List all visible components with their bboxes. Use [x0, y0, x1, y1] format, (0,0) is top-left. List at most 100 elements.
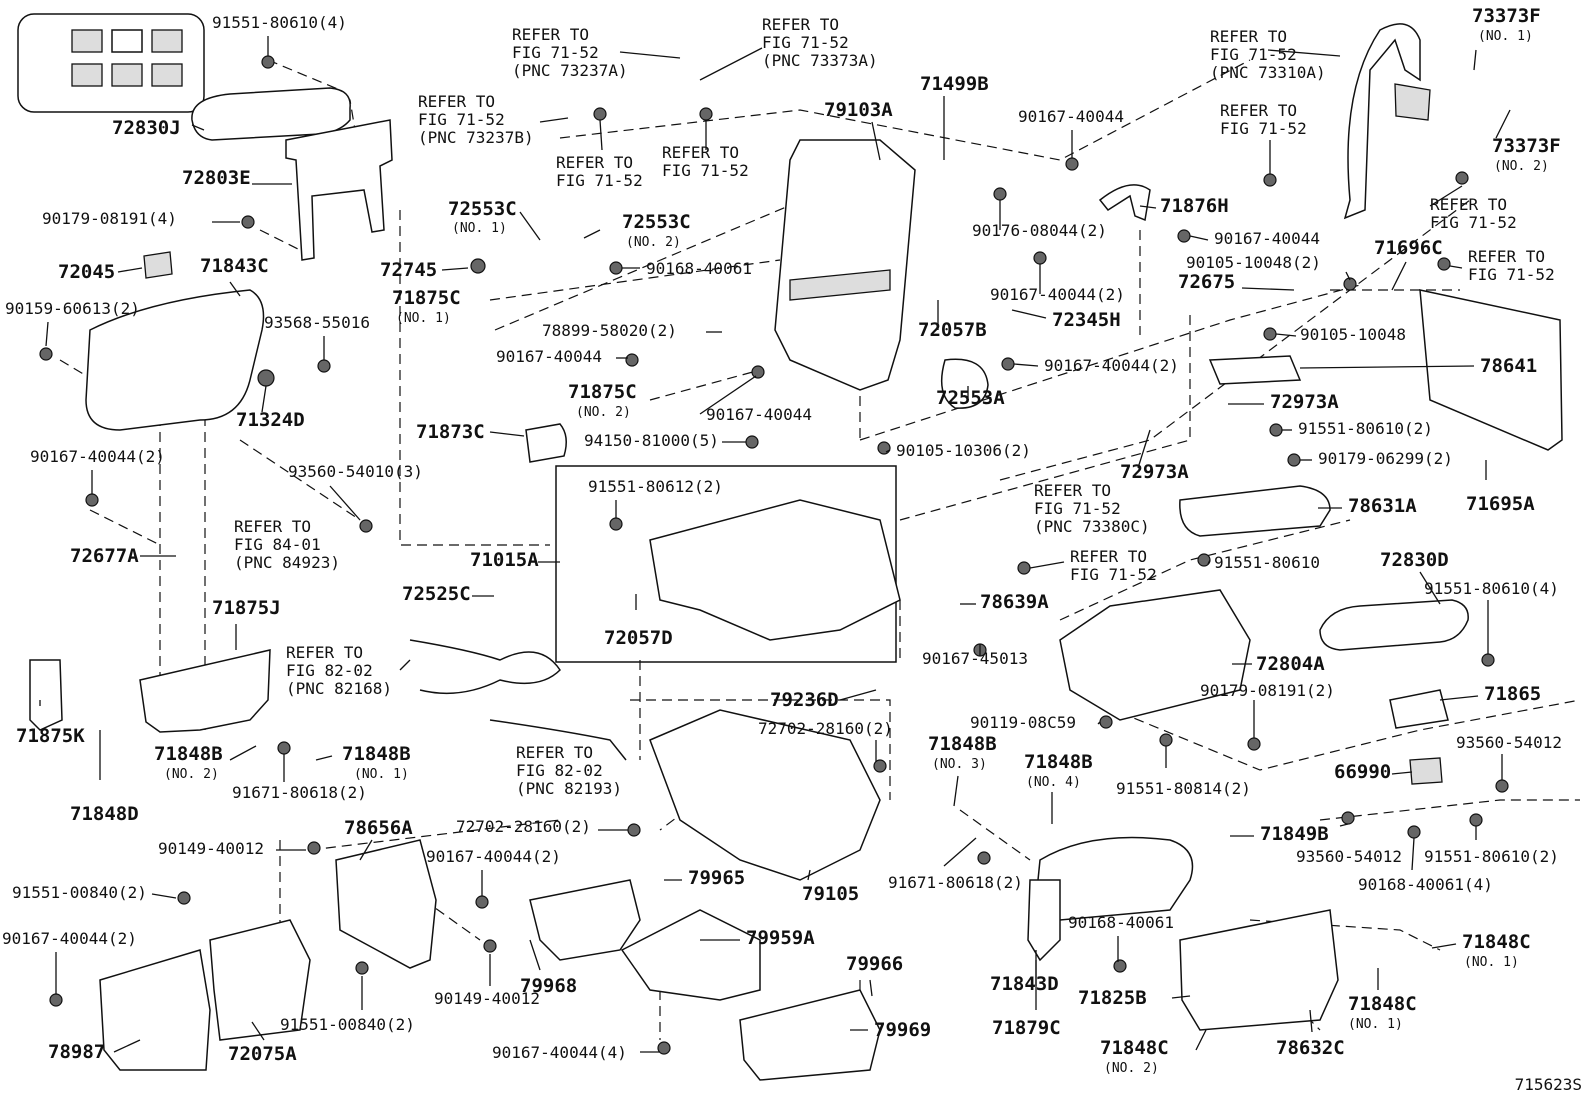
part-callout-label: (PNC 82193): [516, 779, 622, 798]
part-callout-label: 71324D: [236, 409, 305, 431]
part-callout-label: 71848B: [154, 743, 223, 765]
part-callout-label: 90176-08044(2): [972, 221, 1107, 240]
part-callout-label: (NO. 2): [164, 767, 219, 782]
cover-71873C: [525, 423, 567, 463]
part-callout-label: 78632C: [1276, 1037, 1345, 1059]
part-callout-label: 71843C: [200, 255, 269, 277]
part-callout-label: REFER TO: [1220, 101, 1297, 120]
part-callout-label: REFER TO: [1210, 27, 1287, 46]
part-callout-label: 90167-40044: [1018, 107, 1124, 126]
part-callout-label: 71848D: [70, 803, 139, 825]
part-callout-label: (NO. 1): [396, 311, 451, 326]
part-callout-label: 94150-81000(5): [584, 431, 719, 450]
part-callout-label: (NO. 2): [626, 235, 681, 250]
part-callout-label: 90179-06299(2): [1318, 449, 1453, 468]
part-callout-label: 90167-40044(4): [492, 1043, 627, 1062]
cover-79968: [529, 879, 641, 961]
part-callout-label: 79968: [520, 975, 577, 997]
part-callout-label: 72677A: [70, 545, 139, 567]
part-callout-label: (PNC 73373A): [762, 51, 878, 70]
part-callout-label: 73373F: [1472, 5, 1541, 27]
part-callout-label: 71873C: [416, 421, 485, 443]
part-callout-label: (NO. 2): [576, 405, 631, 420]
diagram-reference-number: 715623S: [1515, 1075, 1582, 1094]
recliner-72553A: [940, 358, 989, 409]
part-callout-label: (NO. 3): [932, 757, 987, 772]
part-callout-label: 91551-80610(4): [212, 13, 347, 32]
part-callout-label: FIG 82-02: [516, 761, 603, 780]
part-callout-label: 90167-40044: [706, 405, 812, 424]
leader-lines: [39, 36, 1511, 1053]
part-callout-label: 71865: [1484, 683, 1541, 705]
part-callout-label: 93560-54010(3): [288, 462, 423, 481]
part-callout-label: (NO. 4): [1026, 775, 1081, 790]
part-callout-label: 72057D: [604, 627, 673, 649]
part-callout-label: 78631A: [1348, 495, 1417, 517]
cover-78641: [1208, 355, 1302, 385]
seatback-cross-member: [789, 269, 891, 301]
part-callout-label: 79105: [802, 883, 859, 905]
part-callout-label: 91551-00840(2): [280, 1015, 415, 1034]
part-callout-label: FIG 71-52: [1034, 499, 1121, 518]
part-callout-label: 91551-80610: [1214, 553, 1320, 572]
part-callout-label: 71015A: [470, 549, 539, 571]
part-callout-label: 71499B: [920, 73, 989, 95]
part-callout-label: FIG 71-52: [662, 161, 749, 180]
part-callout-label: FIG 71-52: [1468, 265, 1555, 284]
part-callout-label: 71843D: [990, 973, 1059, 995]
part-callout-label: REFER TO: [1070, 547, 1147, 566]
part-callout-label: 79965: [688, 867, 745, 889]
part-callout-label: 93560-54012: [1296, 847, 1402, 866]
part-callout-label: 90168-40061: [1068, 913, 1174, 932]
part-callout-label: 91671-80618(2): [888, 873, 1023, 892]
cover-79969: [739, 989, 881, 1081]
part-callout-label: 72553A: [936, 387, 1005, 409]
part-callout-label: REFER TO: [418, 92, 495, 111]
part-callout-label: 91671-80618(2): [232, 783, 367, 802]
part-callout-label: 71875K: [16, 725, 85, 747]
part-callout-label: 71848C: [1462, 931, 1531, 953]
part-callout-label: 72804A: [1256, 653, 1325, 675]
part-callout-label: 90179-08191(4): [42, 209, 177, 228]
part-callout-label: 90168-40061: [646, 259, 752, 278]
part-callout-label: 78899-58020(2): [542, 321, 677, 340]
part-callout-label: REFER TO: [234, 517, 311, 536]
part-callout-label: 78641: [1480, 355, 1537, 377]
clip-72045: [143, 251, 173, 279]
part-callout-label: 91551-80610(2): [1424, 847, 1559, 866]
part-callout-label: 71875J: [212, 597, 281, 619]
part-callout-label: 71876H: [1160, 195, 1229, 217]
part-callout-label: 72075A: [228, 1043, 297, 1065]
part-callout-label: 72973A: [1270, 391, 1339, 413]
part-callout-label: FIG 71-52: [512, 43, 599, 62]
part-callout-label: 72973A: [1120, 461, 1189, 483]
vehicle-seat-locator-icon: [17, 13, 205, 113]
part-callout-label: 71848B: [928, 733, 997, 755]
part-callout-label: FIG 84-01: [234, 535, 321, 554]
shield-71849B: [1035, 836, 1194, 921]
wire-harness-82168: [409, 639, 561, 695]
part-callout-label: 72803E: [182, 167, 251, 189]
part-callout-label: 78639A: [980, 591, 1049, 613]
part-callout-label: FIG 71-52: [418, 110, 505, 129]
seat-side-shield-71843C: [85, 289, 265, 431]
part-callout-label: 71875C: [568, 381, 637, 403]
part-callout-label: 90149-40012: [434, 989, 540, 1008]
seat-cushion-frame-group-box: [555, 465, 897, 663]
part-callout-label: 90167-40044(2): [426, 847, 561, 866]
part-callout-label: 90105-10048: [1300, 325, 1406, 344]
part-callout-label: 91551-80610(2): [1298, 419, 1433, 438]
part-callout-label: 90105-10048(2): [1186, 253, 1321, 272]
part-callout-label: 72745: [380, 259, 437, 281]
part-callout-label: 72702-28160(2): [456, 817, 591, 836]
part-callout-label: 71696C: [1374, 237, 1443, 259]
part-callout-label: FIG 71-52: [556, 171, 643, 190]
part-callout-label: REFER TO: [1430, 195, 1507, 214]
knob-71865: [1389, 689, 1449, 729]
part-callout-label: 71848B: [342, 743, 411, 765]
wire-harness-82193: [489, 719, 627, 761]
part-callout-label: 90167-40044(2): [2, 929, 137, 948]
